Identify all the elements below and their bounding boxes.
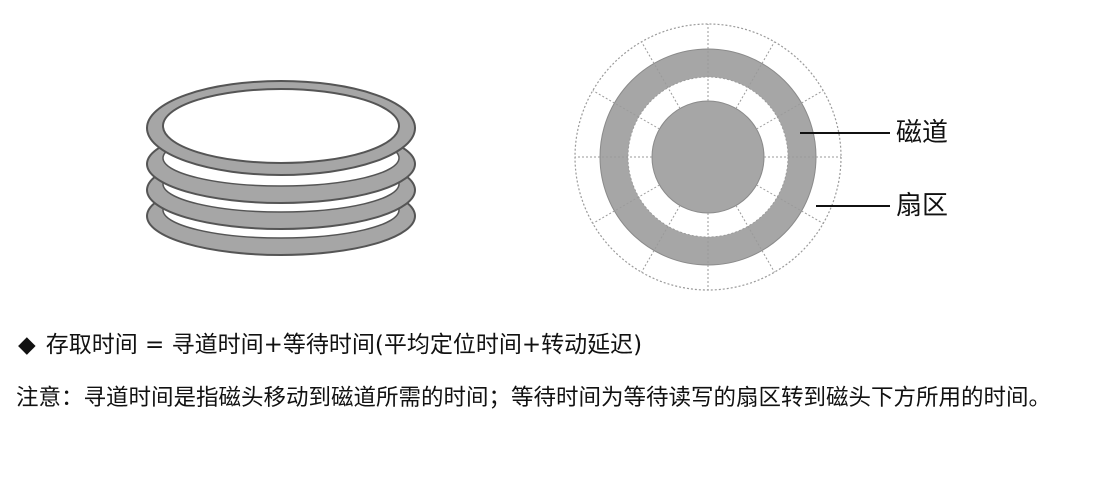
- track-label: 磁道: [896, 118, 949, 148]
- disk-top-view: [574, 23, 890, 291]
- diamond-bullet-icon: ◆: [18, 332, 36, 358]
- sector-dividers: [575, 24, 841, 290]
- access-time-formula: ◆ 存取时间 = 寻道时间+等待时间(平均定位时间+转动延迟): [18, 330, 642, 360]
- formula-text: 存取时间 = 寻道时间+等待时间(平均定位时间+转动延迟): [45, 332, 643, 358]
- note-paragraph: 注意：寻道时间是指磁头移动到磁道所需的时间；等待时间为等待读写的扇区转到磁头下方…: [16, 385, 1052, 411]
- platter-stack: [146, 80, 416, 256]
- disk-diagram: [146, 23, 890, 291]
- sector-label: 扇区: [896, 191, 949, 221]
- inner-hub: [651, 100, 765, 214]
- platter-1: [146, 80, 416, 176]
